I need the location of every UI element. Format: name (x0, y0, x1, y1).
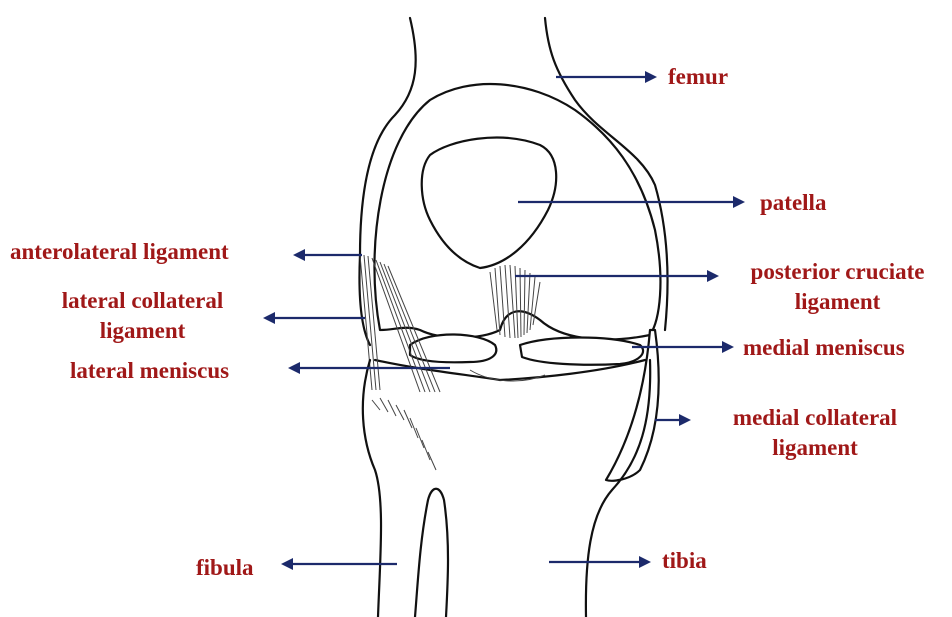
label-fibula: fibula (196, 554, 254, 582)
lateral-ligament-fibers (360, 255, 440, 392)
label-lateral-collateral: lateral collateral ligament (25, 287, 260, 345)
label-medial-collateral: medial collateral ligament (700, 404, 930, 462)
label-medial-collateral-line2: ligament (700, 434, 930, 462)
fibula-outline (415, 489, 448, 617)
label-posterior-cruciate-line2: ligament (725, 288, 950, 316)
label-patella: patella (760, 189, 826, 217)
label-medial-collateral-line1: medial collateral (700, 404, 930, 432)
label-posterior-cruciate-line1: posterior cruciate (725, 258, 950, 286)
label-femur: femur (668, 63, 728, 91)
femur-outline-medial (545, 18, 668, 330)
label-lateral-collateral-line2: ligament (25, 317, 260, 345)
label-posterior-cruciate: posterior cruciate ligament (725, 258, 950, 316)
medial-meniscus-shape (520, 338, 643, 365)
lateral-meniscus-shape (410, 334, 496, 362)
label-medial-meniscus: medial meniscus (743, 334, 905, 362)
label-tibia: tibia (662, 547, 707, 575)
tibia-outline (363, 360, 381, 617)
label-anterolateral-ligament: anterolateral ligament (10, 238, 229, 266)
label-lateral-meniscus: lateral meniscus (70, 357, 229, 385)
fibular-head-hatch (372, 398, 436, 470)
label-lateral-collateral-line1: lateral collateral (25, 287, 260, 315)
